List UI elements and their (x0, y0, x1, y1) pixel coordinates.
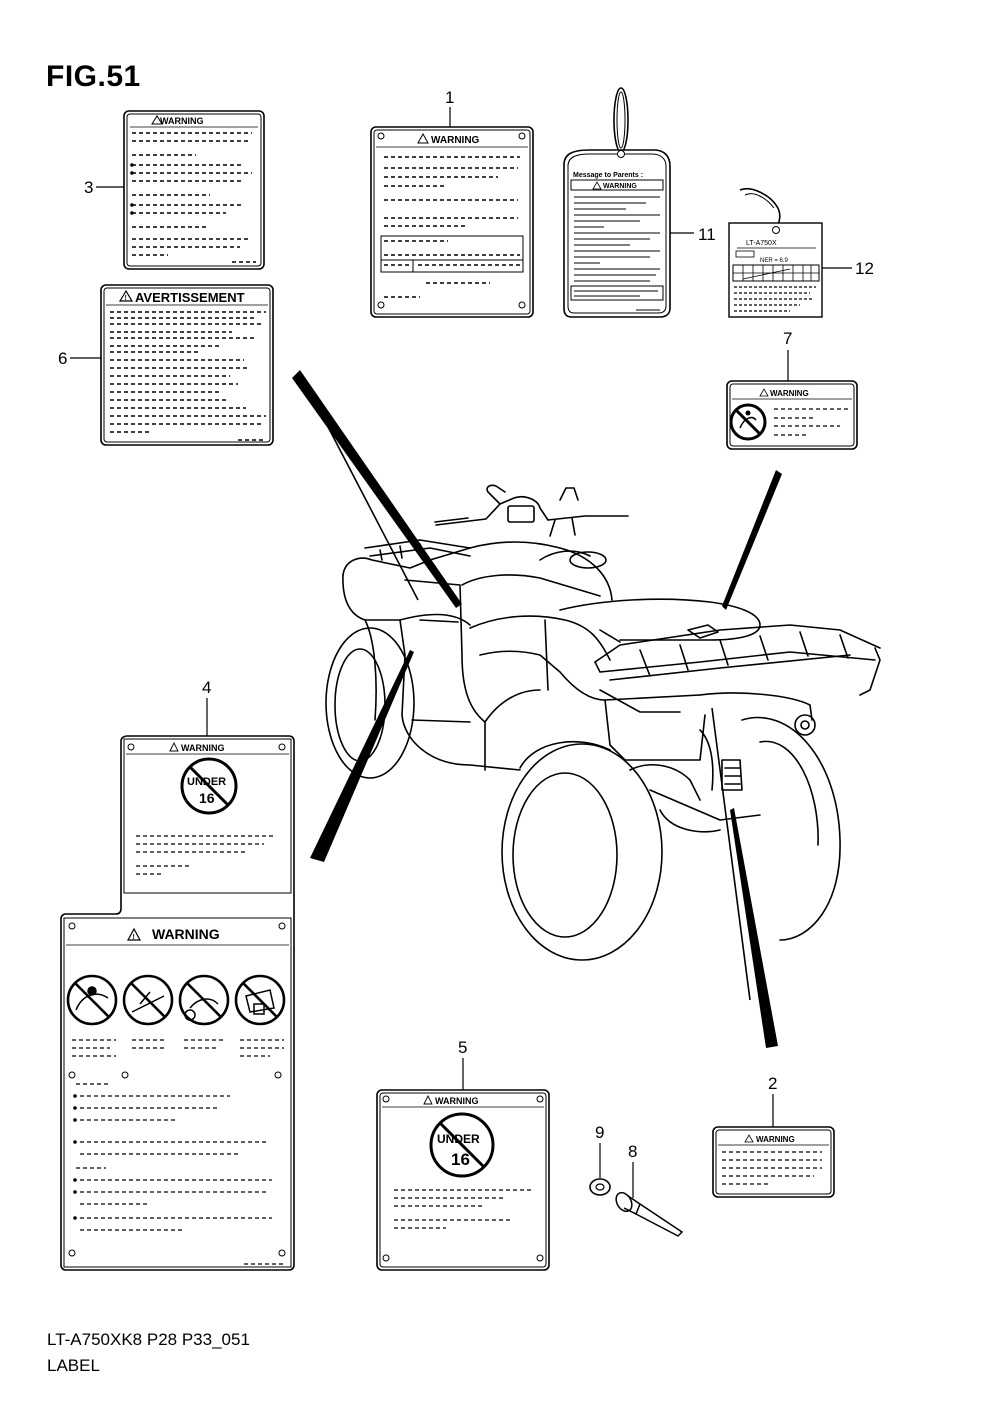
callout-2: 2 (768, 1074, 777, 1127)
callout-number: 5 (458, 1038, 467, 1057)
part-label-6: ! AVERTISSEMENT (100, 284, 274, 446)
part-label-5: WARNING UNDER 16 (376, 1089, 550, 1271)
part-label-4: WARNING UNDER 16 ! WARNING (60, 735, 295, 1271)
callout-number: 6 (58, 349, 67, 368)
warning-icon (151, 115, 163, 125)
warning-heading: WARNING (181, 743, 225, 753)
callout-number: 9 (595, 1123, 604, 1142)
callout-number: 4 (202, 678, 211, 697)
callout-3: 3 (84, 178, 124, 197)
callout-number: 3 (84, 178, 93, 197)
warning-icon: ! (126, 927, 142, 941)
callout-number: 7 (783, 329, 792, 348)
warning-icon (169, 741, 179, 752)
part-washer-9 (589, 1178, 611, 1196)
callout-7: 7 (783, 329, 792, 381)
callout-8: 8 (628, 1142, 637, 1198)
callout-4: 4 (202, 678, 211, 736)
warning-icon (592, 181, 602, 190)
figure-title: FIG.51 (46, 60, 141, 93)
callout-number: 12 (855, 259, 874, 278)
warning-heading: WARNING (431, 135, 480, 146)
part-label-3: WARNING (123, 110, 265, 270)
under-16-icon: UNDER 16 (429, 1112, 495, 1178)
callout-number: 8 (628, 1142, 637, 1161)
avertissement-heading: AVERTISSEMENT (135, 290, 245, 305)
svg-text:16: 16 (451, 1150, 470, 1169)
part-label-2: WARNING (712, 1126, 835, 1198)
ner-value: NER = 6.9 (760, 258, 789, 264)
warning-icon (744, 1134, 754, 1143)
warning-icon: ! (118, 289, 134, 302)
svg-text:!: ! (125, 295, 127, 302)
warning-icon (759, 388, 769, 397)
part-rivet-8 (615, 1191, 684, 1237)
warning-icon (423, 1094, 433, 1105)
leader-lines (292, 370, 782, 1048)
callout-number: 1 (445, 88, 454, 107)
warning-heading: WARNING (770, 389, 809, 398)
warning-heading: WARNING (152, 926, 220, 942)
callout-number: 2 (768, 1074, 777, 1093)
callout-6: 6 (58, 349, 101, 368)
prohibition-icons (66, 974, 286, 1026)
callout-12: 12 (822, 259, 874, 278)
model-code: LT-A750XK8 P28 P33_051 (47, 1330, 250, 1349)
svg-text:16: 16 (199, 790, 215, 806)
no-passenger-icon (729, 403, 767, 441)
warning-heading: WARNING (160, 116, 204, 126)
callout-9: 9 (595, 1123, 604, 1178)
figure-caption: LABEL (47, 1356, 100, 1375)
callout-1: 1 (445, 88, 454, 127)
model-tag: LT-A750X (746, 240, 777, 247)
part-label-7: WARNING (726, 380, 858, 450)
svg-text:!: ! (133, 934, 135, 941)
callout-11: 11 (670, 225, 716, 244)
warning-heading: WARNING (435, 1096, 479, 1106)
svg-text:UNDER: UNDER (437, 1132, 480, 1146)
warning-icon (417, 132, 429, 144)
under-16-icon: UNDER 16 (180, 757, 238, 815)
message-to-parents: Message to Parents : (573, 172, 643, 179)
part-label-12: LT-A750X NER = 6.9 (728, 188, 823, 318)
callout-5: 5 (458, 1038, 467, 1090)
part-label-11: Message to Parents : WARNING (563, 87, 671, 318)
warning-heading: WARNING (756, 1135, 795, 1144)
warning-heading: WARNING (603, 183, 637, 190)
part-label-1: WARNING (370, 126, 534, 318)
atv-illustration (325, 484, 881, 961)
callout-number: 11 (698, 225, 716, 244)
